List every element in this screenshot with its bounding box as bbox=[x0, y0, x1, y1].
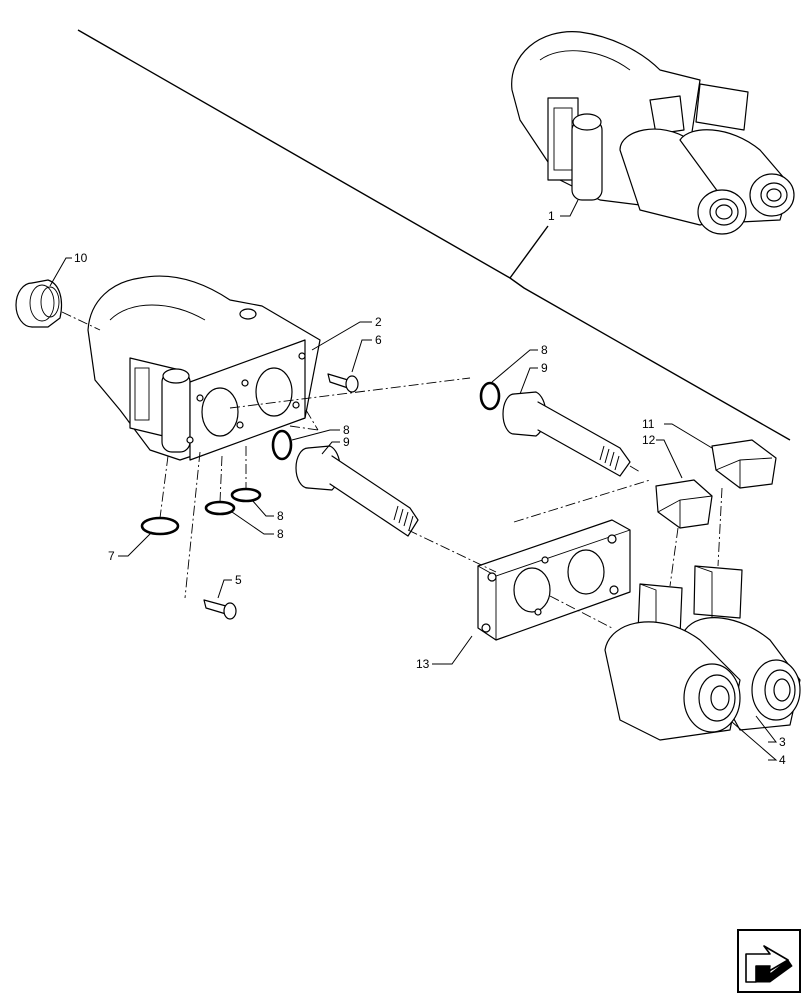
callout-labels: 1 2 3 4 5 6 7 8 8 8 8 9 9 10 11 12 13 bbox=[74, 209, 786, 767]
next-page-arrow-icon[interactable] bbox=[737, 929, 801, 993]
callout-12: 12 bbox=[642, 433, 656, 447]
callout-leaders bbox=[49, 199, 778, 761]
callout-4: 4 bbox=[779, 753, 786, 767]
cartridge-lower bbox=[295, 445, 419, 537]
assembly-centerlines bbox=[61, 311, 723, 629]
solenoid-coils bbox=[604, 565, 801, 741]
cap-12 bbox=[655, 479, 713, 529]
o-ring-8-left bbox=[204, 500, 236, 516]
adapter-plate bbox=[477, 519, 631, 641]
callout-9-lower: 9 bbox=[343, 435, 350, 449]
callout-8-ring-left: 8 bbox=[277, 527, 284, 541]
callout-9-upper: 9 bbox=[541, 361, 548, 375]
valve-body bbox=[87, 275, 321, 461]
callout-6: 6 bbox=[375, 333, 382, 347]
callout-13: 13 bbox=[416, 657, 430, 671]
callout-11: 11 bbox=[642, 417, 655, 431]
cap-11 bbox=[711, 439, 777, 489]
plug bbox=[15, 279, 63, 328]
callout-5: 5 bbox=[235, 573, 242, 587]
o-ring-8-upper bbox=[479, 381, 501, 411]
callout-7: 7 bbox=[108, 549, 115, 563]
assembled-valve bbox=[511, 31, 795, 235]
cartridge-upper bbox=[502, 391, 631, 477]
view-divider-break bbox=[509, 225, 549, 279]
o-ring-8-right bbox=[230, 487, 262, 503]
callout-10: 10 bbox=[74, 251, 88, 265]
callout-8-ring-right: 8 bbox=[277, 509, 284, 523]
screw-5 bbox=[203, 599, 237, 620]
callout-1: 1 bbox=[548, 209, 555, 223]
o-ring-8-lower bbox=[271, 429, 293, 461]
callout-8-lower: 8 bbox=[343, 423, 350, 437]
callout-2: 2 bbox=[375, 315, 382, 329]
callout-8-upper: 8 bbox=[541, 343, 548, 357]
view-divider-line bbox=[77, 29, 791, 441]
callout-3: 3 bbox=[779, 735, 786, 749]
o-ring-7 bbox=[140, 516, 180, 536]
screw-6 bbox=[327, 373, 359, 393]
